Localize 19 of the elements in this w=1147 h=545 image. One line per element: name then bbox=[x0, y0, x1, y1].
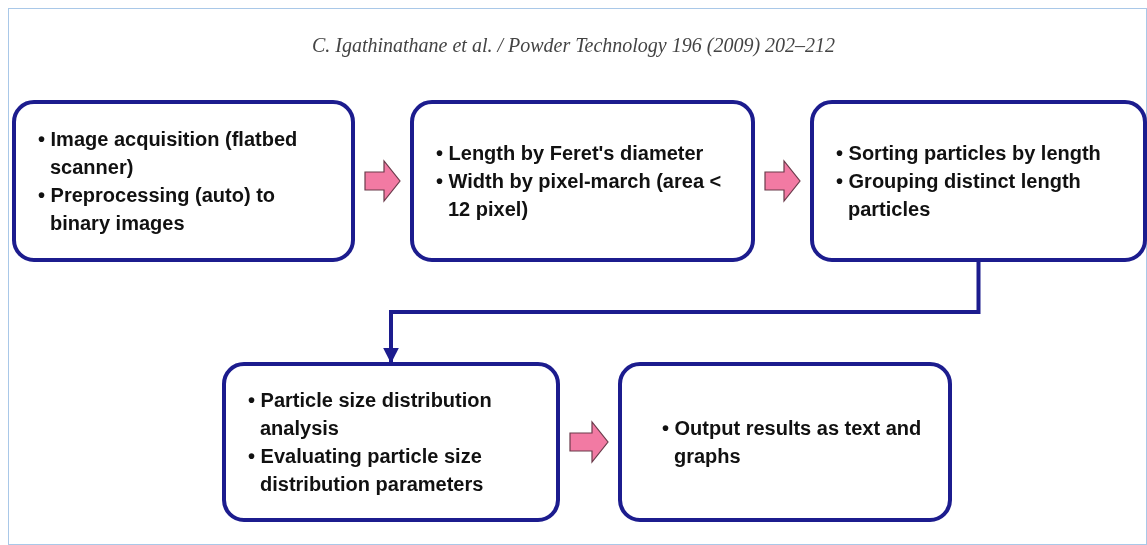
bullet-text: • Evaluating particle size distribution parameters bbox=[248, 444, 485, 497]
bullet-text: • Preprocessing (auto) to binary images bbox=[38, 183, 277, 236]
bullet-text: • Sorting particles by length bbox=[836, 141, 1102, 166]
process-box bbox=[222, 362, 560, 522]
arrow bbox=[383, 262, 981, 364]
block-arrow bbox=[764, 159, 801, 203]
citation-heading: C. Igathinathane et al. / Powder Technology 196 (2009) 202–212 bbox=[310, 34, 837, 57]
block-arrow bbox=[364, 159, 401, 203]
process-box bbox=[12, 100, 355, 262]
bullet-text: • Output results as text and graphs bbox=[662, 416, 923, 469]
bullet-text: • Particle size distribution analysis bbox=[248, 388, 493, 441]
bullet-text: • Width by pixel-march (area < 12 pixel) bbox=[436, 169, 723, 222]
process-box bbox=[810, 100, 1147, 262]
process-box bbox=[410, 100, 755, 262]
bullet-text: • Grouping distinct length particles bbox=[836, 169, 1082, 222]
bullet-text: • Image acquisition (flatbed scanner) bbox=[38, 127, 299, 180]
block-arrow bbox=[569, 420, 609, 464]
bullet-text: • Length by Feret's diameter bbox=[436, 141, 705, 166]
process-box bbox=[618, 362, 952, 522]
